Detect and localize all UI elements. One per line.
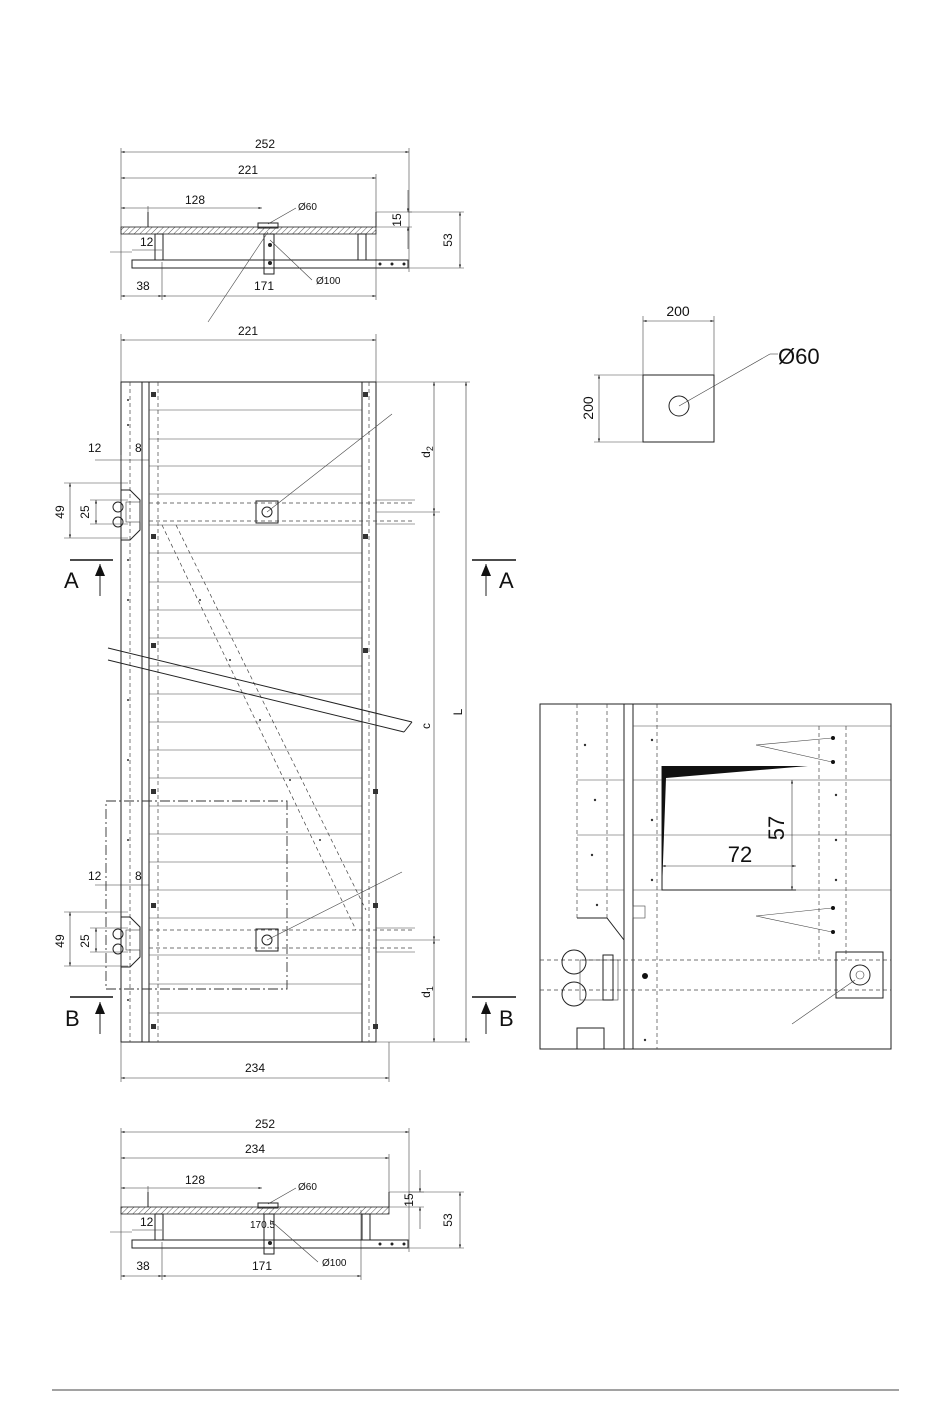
dim-8-plan-bot: 8 xyxy=(135,869,142,883)
dim-25-plan-bot: 25 xyxy=(78,934,92,948)
plan-outline xyxy=(121,382,376,1042)
dim-53-bottom: 53 xyxy=(441,1213,455,1227)
dim-d1-label: d1 xyxy=(419,986,435,998)
dim-234-bottom: 234 xyxy=(245,1142,265,1156)
dim-38-top: 38 xyxy=(136,279,150,293)
plan-view: 221 xyxy=(53,324,516,1082)
svg-text:A: A xyxy=(499,568,514,593)
dim-221-plan: 221 xyxy=(238,324,258,338)
dim-171-bottom: 171 xyxy=(252,1259,272,1273)
dim-171-top: 171 xyxy=(254,279,274,293)
svg-text:A: A xyxy=(64,568,79,593)
dim-diam100-top: Ø100 xyxy=(316,276,341,287)
svg-text:B: B xyxy=(499,1006,514,1031)
hinge-bracket-bottom xyxy=(113,917,140,967)
cross-beam-top xyxy=(149,414,415,524)
dim-234-plan: 234 xyxy=(245,1061,265,1075)
hinge-bracket-top xyxy=(113,490,140,540)
fixings xyxy=(127,392,378,1029)
dim-25-plan-top: 25 xyxy=(78,505,92,519)
dim-d2-label: d2 xyxy=(419,446,435,458)
dim-diam100-bottom: Ø100 xyxy=(322,1258,347,1269)
dim-49-plan-top: 49 xyxy=(53,505,67,519)
dim-252-top: 252 xyxy=(255,137,275,151)
dim-diam60-top: Ø60 xyxy=(298,202,317,213)
dim-128-bottom: 128 xyxy=(185,1173,205,1187)
dim-15-top: 15 xyxy=(390,213,404,227)
dim-c-label: c xyxy=(419,723,433,729)
dim-diam60-bottom: Ø60 xyxy=(298,1182,317,1193)
dim-221-top: 221 xyxy=(238,163,258,177)
top-section-view: 252 221 128 Ø60 12 15 xyxy=(110,137,464,322)
dim-8-plan-top: 8 xyxy=(135,441,142,455)
deck-slab xyxy=(121,227,376,234)
dim-49-plan-bot: 49 xyxy=(53,934,67,948)
dim-128-top: 128 xyxy=(185,193,205,207)
svg-text:B: B xyxy=(65,1006,80,1031)
dim-12-top: 12 xyxy=(140,235,154,249)
section-marker-A-left: A xyxy=(64,560,113,596)
dim-53-top: 53 xyxy=(441,233,455,247)
bottom-section-view: 252 234 128 Ø60 170.5 12 15 53 38 xyxy=(110,1117,464,1280)
section-marker-B-left: B xyxy=(65,997,113,1034)
plank-lines xyxy=(149,410,362,1013)
section-marker-B-right: B xyxy=(472,997,516,1034)
dim-72-zoom: 72 xyxy=(728,842,752,867)
dim-L-label: L xyxy=(451,708,465,715)
dim-12-bottom: 12 xyxy=(140,1215,154,1229)
zoom-detail: 72 57 xyxy=(540,704,891,1049)
dim-200-horizontal: 200 xyxy=(666,303,690,319)
section-marker-A-right: A xyxy=(472,560,516,596)
square-detail: 200 200 Ø60 xyxy=(580,303,820,442)
cross-beam-bottom xyxy=(149,872,415,952)
dim-diam60-square: Ø60 xyxy=(778,344,820,369)
dim-57-zoom: 57 xyxy=(764,816,789,840)
dim-15-bottom: 15 xyxy=(402,1193,416,1207)
dim-12-plan-top: 12 xyxy=(88,441,102,455)
dim-12-plan-bot: 12 xyxy=(88,869,102,883)
dim-252-bottom: 252 xyxy=(255,1117,275,1131)
detail-frame xyxy=(106,801,287,989)
dim-38-bottom: 38 xyxy=(136,1259,150,1273)
dim-200-vertical: 200 xyxy=(580,396,596,420)
